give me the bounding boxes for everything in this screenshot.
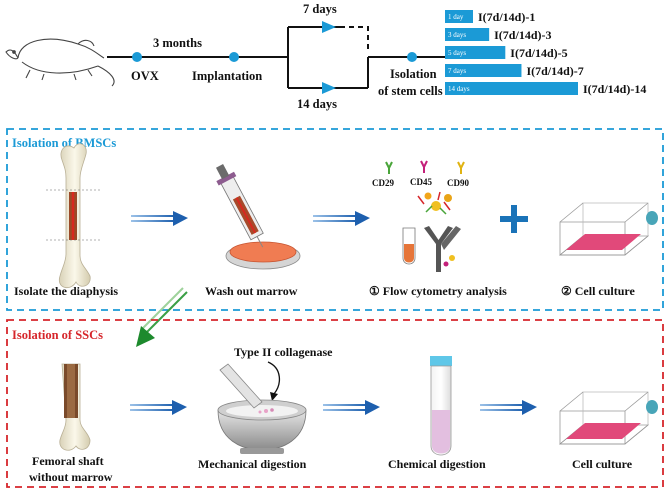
implantation-label: Implantation bbox=[192, 69, 262, 83]
group-bar-2 bbox=[445, 28, 490, 41]
group-bar-label-1: 1 day bbox=[448, 13, 464, 21]
mortar-pestle-icon bbox=[217, 361, 307, 454]
syringe-dish-icon bbox=[215, 163, 301, 270]
plus-icon bbox=[500, 205, 528, 233]
branch-7d-dashed bbox=[340, 26, 369, 52]
ovx-dot bbox=[132, 52, 142, 62]
label-14-days: 14 days bbox=[297, 97, 337, 111]
bmsc-step2-label: Wash out marrow bbox=[205, 284, 298, 298]
label-7-days: 7 days bbox=[303, 2, 337, 16]
ssc-step3-label: Chemical digestion bbox=[388, 457, 486, 471]
arrow-14d-icon bbox=[322, 82, 336, 94]
arrow-icon bbox=[130, 400, 187, 415]
group-bar-label-3: 5 days bbox=[448, 49, 466, 57]
bmsc-step4-label: ② Cell culture bbox=[561, 284, 636, 298]
group-bar-4 bbox=[445, 64, 522, 77]
ssc-step1-label-1: Femoral shaft bbox=[32, 454, 104, 468]
group-name-5: I(7d/14d)-14 bbox=[583, 82, 646, 96]
mouse-icon bbox=[5, 38, 115, 87]
group-bar-label-5: 14 days bbox=[448, 85, 470, 93]
months-label: 3 months bbox=[153, 36, 202, 50]
arrow-icon bbox=[480, 400, 537, 415]
bmsc-step1-label: Isolate the diaphysis bbox=[14, 284, 118, 298]
femoral-shaft-icon bbox=[59, 363, 91, 451]
ssc-section-title: Isolation of SSCs bbox=[12, 328, 103, 342]
green-arrow-icon bbox=[136, 287, 188, 347]
flow-cytometry-icon: CD29 CD45 CD90 bbox=[372, 160, 469, 272]
group-bar-label-4: 7 days bbox=[448, 67, 466, 75]
culture-flask-icon bbox=[558, 202, 658, 256]
arrow-icon bbox=[131, 211, 188, 226]
isolation-dot bbox=[407, 52, 417, 62]
ssc-step4-label: Cell culture bbox=[572, 457, 633, 471]
bmsc-section-title: Isolation of BMSCs bbox=[12, 136, 116, 150]
arrow-7d-icon bbox=[322, 21, 336, 33]
ovx-label: OVX bbox=[131, 69, 159, 83]
group-name-4: I(7d/14d)-7 bbox=[526, 64, 583, 78]
isolation-label-1: Isolation bbox=[390, 67, 437, 81]
group-bar-1 bbox=[445, 10, 473, 23]
group-name-3: I(7d/14d)-5 bbox=[510, 46, 567, 60]
culture-flask-icon bbox=[558, 391, 658, 445]
marker-cd90: CD90 bbox=[447, 178, 469, 188]
bmsc-section-frame bbox=[6, 128, 664, 311]
ssc-section-frame bbox=[6, 319, 664, 488]
marker-cd45: CD45 bbox=[410, 177, 432, 187]
group-bar-3 bbox=[445, 46, 506, 59]
group-bar-5 bbox=[445, 82, 578, 95]
ssc-step1-label-2: without marrow bbox=[29, 470, 113, 484]
marker-cd29: CD29 bbox=[372, 178, 394, 188]
collagenase-label: Type II collagenase bbox=[234, 345, 333, 359]
arrow-icon bbox=[313, 211, 370, 226]
bone-icon bbox=[46, 143, 100, 289]
test-tube-icon bbox=[430, 356, 452, 456]
bmsc-step3-label: ① Flow cytometry analysis bbox=[369, 284, 507, 298]
arrow-icon bbox=[323, 400, 380, 415]
implantation-dot bbox=[229, 52, 239, 62]
isolation-label-2: of stem cells bbox=[378, 84, 443, 98]
group-name-2: I(7d/14d)-3 bbox=[494, 28, 551, 42]
group-name-1: I(7d/14d)-1 bbox=[478, 10, 535, 24]
group-bar-label-2: 3 days bbox=[448, 31, 466, 39]
ssc-step2-label: Mechanical digestion bbox=[198, 457, 307, 471]
